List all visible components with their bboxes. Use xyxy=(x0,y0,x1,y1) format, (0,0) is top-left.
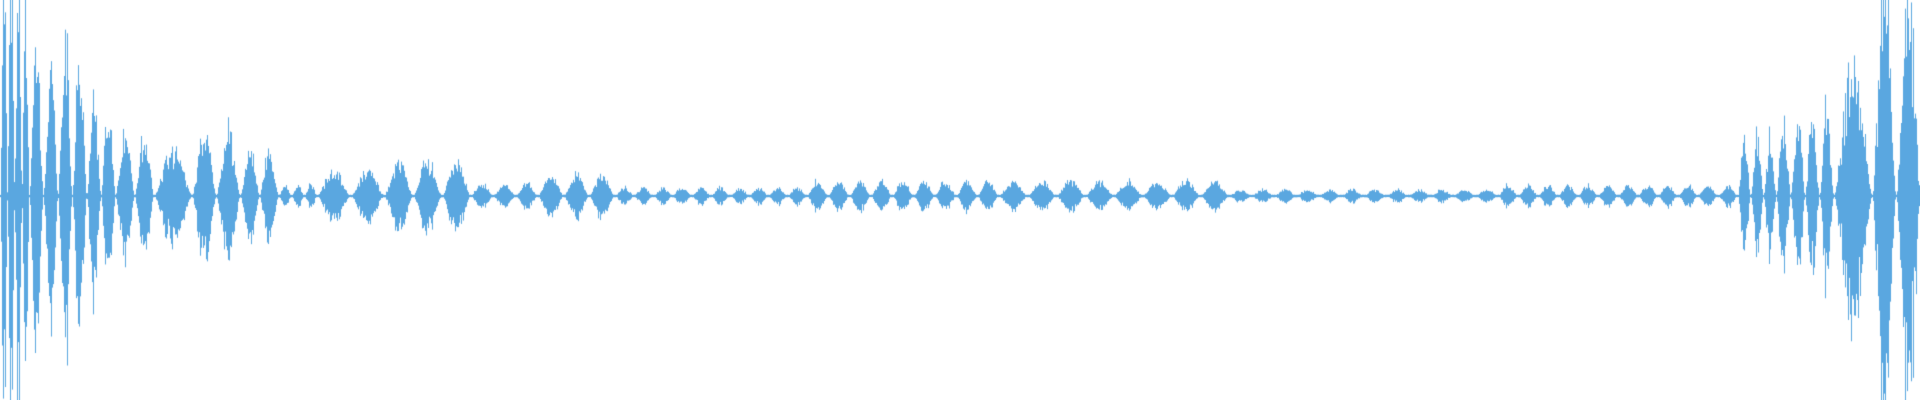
waveform-panel xyxy=(0,0,1920,400)
audio-waveform xyxy=(0,0,1920,400)
